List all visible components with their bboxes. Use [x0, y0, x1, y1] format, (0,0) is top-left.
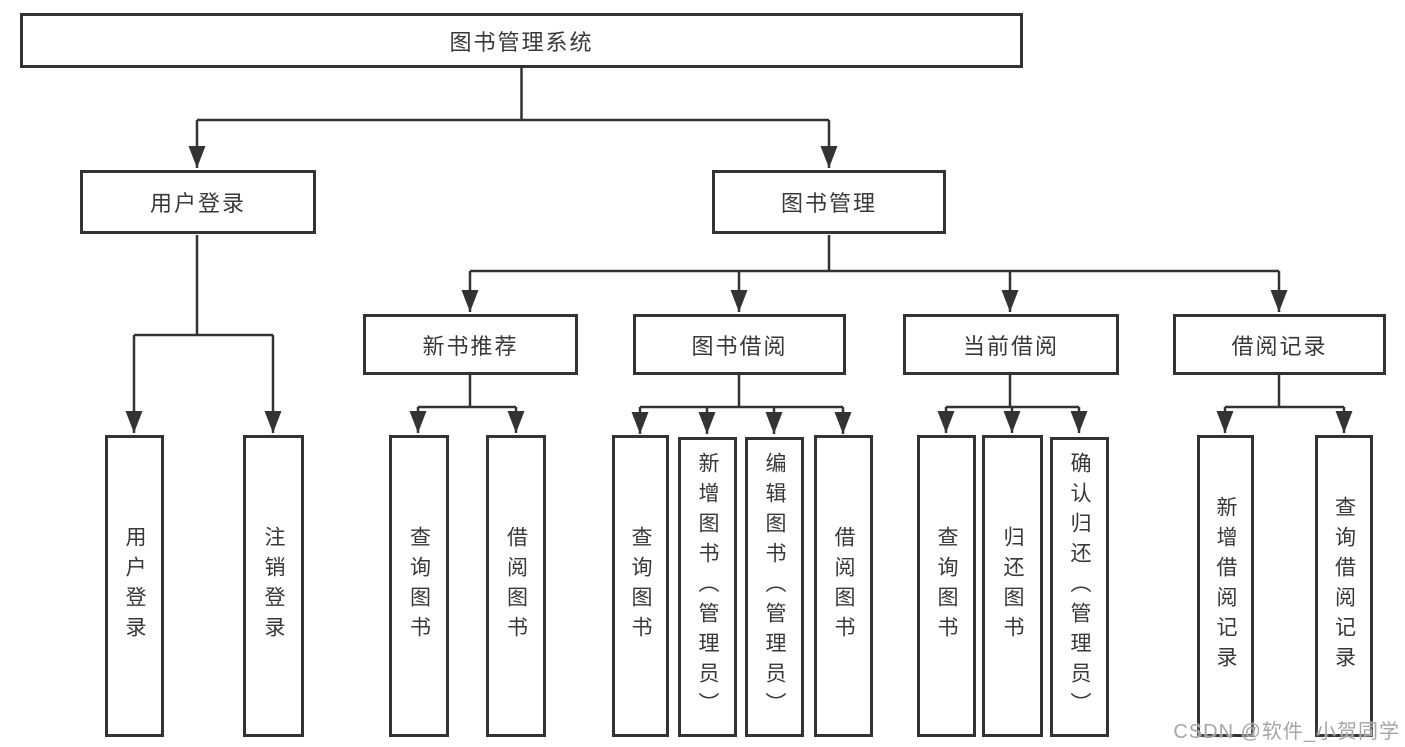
- leaf-bb-add: 新增图书（管理员）: [678, 437, 737, 737]
- leaf-logout-label: 注销登录: [262, 526, 285, 646]
- leaf-bb-add-label: 新增图书（管理员）: [696, 452, 719, 722]
- leaf-logout: 注销登录: [243, 435, 304, 737]
- watermark-text: CSDN @软件_小贺同学: [1173, 721, 1400, 743]
- leaf-nbr-borrow: 借阅图书: [486, 435, 546, 737]
- leaf-br-query-label: 查询借阅记录: [1332, 496, 1356, 676]
- node-new-book-rec: 新书推荐: [363, 314, 578, 375]
- leaf-bb-edit: 编辑图书（管理员）: [745, 437, 804, 737]
- node-book-borrow: 图书借阅: [633, 314, 846, 375]
- leaf-bb-query: 查询图书: [612, 435, 669, 737]
- leaf-bb-edit-label: 编辑图书（管理员）: [763, 452, 786, 722]
- node-user-login: 用户登录: [80, 170, 316, 234]
- leaf-cb-confirm: 确认归还（管理员）: [1050, 437, 1109, 737]
- leaf-cb-return: 归还图书: [982, 435, 1043, 737]
- leaf-nbr-query: 查询图书: [389, 435, 449, 737]
- node-root: 图书管理系统: [20, 13, 1023, 68]
- leaf-cb-confirm-label: 确认归还（管理员）: [1068, 452, 1091, 722]
- node-current-borrow: 当前借阅: [903, 314, 1119, 375]
- leaf-bb-borrow: 借阅图书: [814, 435, 873, 737]
- leaf-br-query: 查询借阅记录: [1315, 435, 1373, 737]
- leaf-cb-query-label: 查询图书: [935, 526, 958, 646]
- leaf-user-login: 用户登录: [105, 435, 164, 737]
- node-book-mgmt: 图书管理: [712, 170, 946, 234]
- leaf-nbr-query-label: 查询图书: [407, 526, 431, 646]
- leaf-br-add: 新增借阅记录: [1197, 435, 1254, 737]
- leaf-bb-borrow-label: 借阅图书: [832, 526, 855, 646]
- leaf-nbr-borrow-label: 借阅图书: [504, 526, 528, 646]
- leaf-cb-query: 查询图书: [917, 435, 976, 737]
- node-borrow-records: 借阅记录: [1173, 314, 1386, 375]
- leaf-bb-query-label: 查询图书: [629, 526, 652, 646]
- leaf-user-login-label: 用户登录: [123, 526, 146, 646]
- leaf-br-add-label: 新增借阅记录: [1214, 496, 1237, 676]
- leaf-cb-return-label: 归还图书: [1001, 526, 1024, 646]
